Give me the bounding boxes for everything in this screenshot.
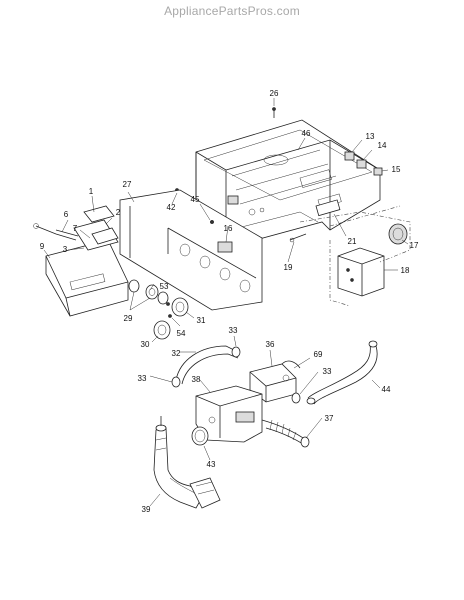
callout-42: 42 xyxy=(167,203,176,212)
callout-17: 17 xyxy=(410,241,419,250)
callout-33-top: 33 xyxy=(229,326,238,335)
callout-3: 3 xyxy=(63,245,68,254)
leader-lines xyxy=(43,98,409,507)
callout-15: 15 xyxy=(392,165,401,174)
dispenser-drawer xyxy=(33,205,129,317)
callout-39: 39 xyxy=(142,505,151,514)
callout-38: 38 xyxy=(192,375,201,384)
callout-19: 19 xyxy=(284,263,293,272)
callout-14: 14 xyxy=(378,141,387,150)
callout-13: 13 xyxy=(366,132,375,141)
callout-29: 29 xyxy=(124,314,133,323)
callout-31: 31 xyxy=(197,316,206,325)
callout-46: 46 xyxy=(302,129,311,138)
site-watermark: AppliancePartsPros.com xyxy=(164,4,300,18)
timer-and-control-board xyxy=(299,205,411,307)
callout-53: 53 xyxy=(160,282,169,291)
callout-labels: 26 46 13 14 15 1 27 42 6 2 7 45 21 3 9 1… xyxy=(40,89,419,514)
callout-21: 21 xyxy=(348,237,357,246)
callout-54: 54 xyxy=(177,329,186,338)
callout-32: 32 xyxy=(172,349,181,358)
callout-33-left: 33 xyxy=(138,374,147,383)
control-panel xyxy=(119,189,263,311)
callout-9: 9 xyxy=(40,242,45,251)
callout-2: 2 xyxy=(116,208,121,217)
callout-37: 37 xyxy=(325,414,334,423)
callout-6: 6 xyxy=(64,210,69,219)
bellows-hose xyxy=(153,416,221,509)
water-valve-hoses xyxy=(171,340,378,448)
callout-45: 45 xyxy=(191,195,200,204)
callout-26: 26 xyxy=(270,89,279,98)
callout-1: 1 xyxy=(89,187,94,196)
knobs xyxy=(128,279,189,340)
callout-44: 44 xyxy=(382,385,391,394)
callout-43: 43 xyxy=(207,460,216,469)
callout-27: 27 xyxy=(123,180,132,189)
callout-7: 7 xyxy=(73,224,78,233)
callout-30: 30 xyxy=(141,340,150,349)
dispenser-housing xyxy=(195,385,263,443)
callout-69: 69 xyxy=(314,350,323,359)
callout-36: 36 xyxy=(266,340,275,349)
callout-16: 16 xyxy=(224,224,233,233)
callout-18: 18 xyxy=(401,266,410,275)
callout-33-right: 33 xyxy=(323,367,332,376)
